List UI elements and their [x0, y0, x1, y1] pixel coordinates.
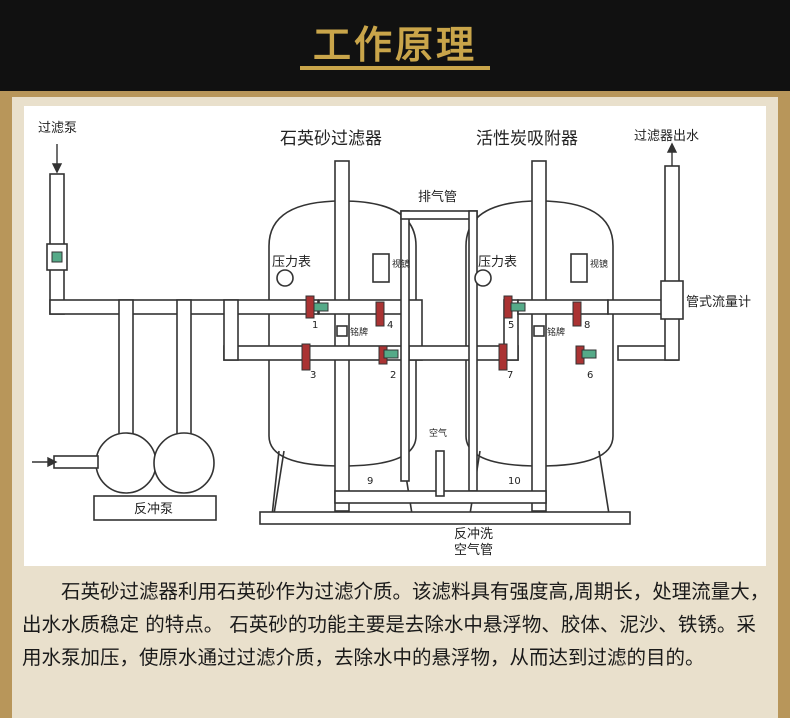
label-sight-glass-1: 视镜 [392, 258, 410, 270]
valve-number-2: 2 [390, 370, 396, 381]
process-diagram: 过滤泵 石英砂过滤器 活性炭吸附器 过滤器出水 排气管 压力表 压力表 视镜 视… [24, 106, 766, 566]
exhaust-pipe [400, 210, 410, 482]
valve-7-icon [498, 343, 508, 371]
equipment-base [259, 511, 631, 525]
title-underline [300, 66, 490, 70]
label-nameplate-2: 铭牌 [547, 326, 565, 338]
label-nameplate-1: 铭牌 [350, 326, 368, 338]
gold-frame-top [0, 91, 790, 97]
label-quartz-filter: 石英砂过滤器 [280, 129, 382, 149]
nameplate-2 [533, 325, 545, 337]
label-backwash-pump: 反冲泵 [134, 502, 173, 517]
label-backwash-air-2: 空气管 [454, 542, 493, 558]
nameplate-1 [336, 325, 348, 337]
pressure-gauge-2 [474, 269, 492, 287]
backwash-pump-1 [95, 432, 157, 494]
label-pressure-gauge-1: 压力表 [272, 255, 311, 270]
valve-number-4: 4 [387, 320, 393, 331]
valve-3-icon [301, 343, 311, 371]
valve-number-5: 5 [508, 320, 514, 331]
sight-glass-2 [570, 253, 588, 283]
label-sight-glass-2: 视镜 [590, 258, 608, 270]
page-title: 工作原理 [312, 23, 477, 67]
sight-glass-1 [372, 253, 390, 283]
valve-number-7: 7 [507, 370, 513, 381]
label-pressure-gauge-2: 压力表 [478, 255, 517, 270]
label-carbon-filter: 活性炭吸附器 [476, 129, 578, 149]
label-exhaust-pipe: 排气管 [418, 189, 457, 205]
description-text: 石英砂过滤器利用石英砂作为过滤介质。该滤料具有强度高,周期长，处理流量大，出水水… [22, 575, 774, 674]
valve-8-icon [572, 301, 582, 327]
header-bar: 工作原理 [0, 0, 790, 91]
valve-number-1: 1 [312, 320, 318, 331]
quartz-tank-legs [271, 450, 280, 517]
description-paragraph: 石英砂过滤器利用石英砂作为过滤介质。该滤料具有强度高,周期长，处理流量大，出水水… [22, 580, 770, 669]
valve-number-9: 9 [367, 476, 373, 487]
backwash-pump-2 [153, 432, 215, 494]
valve-4-icon [375, 301, 385, 327]
valve-number-3: 3 [310, 370, 316, 381]
valve-number-6: 6 [587, 370, 593, 381]
gold-frame-left [0, 91, 12, 718]
diagram-svg: 过滤泵 石英砂过滤器 活性炭吸附器 过滤器出水 排气管 压力表 压力表 视镜 视… [32, 121, 751, 558]
pump-base [93, 495, 217, 521]
label-filter-pump: 过滤泵 [38, 121, 77, 136]
label-backwash-air-1: 反冲洗 [454, 527, 493, 542]
flowmeter [660, 280, 684, 320]
gold-frame-right [778, 91, 790, 718]
label-air: 空气 [429, 427, 447, 439]
valve-number-8: 8 [584, 320, 590, 331]
pressure-gauge-1 [276, 269, 294, 287]
outlet-pipe [664, 165, 680, 361]
label-filter-outlet: 过滤器出水 [634, 129, 699, 144]
valve-number-10: 10 [508, 476, 521, 487]
label-flowmeter: 管式流量计 [686, 295, 751, 310]
valve-1-icon [305, 295, 315, 319]
